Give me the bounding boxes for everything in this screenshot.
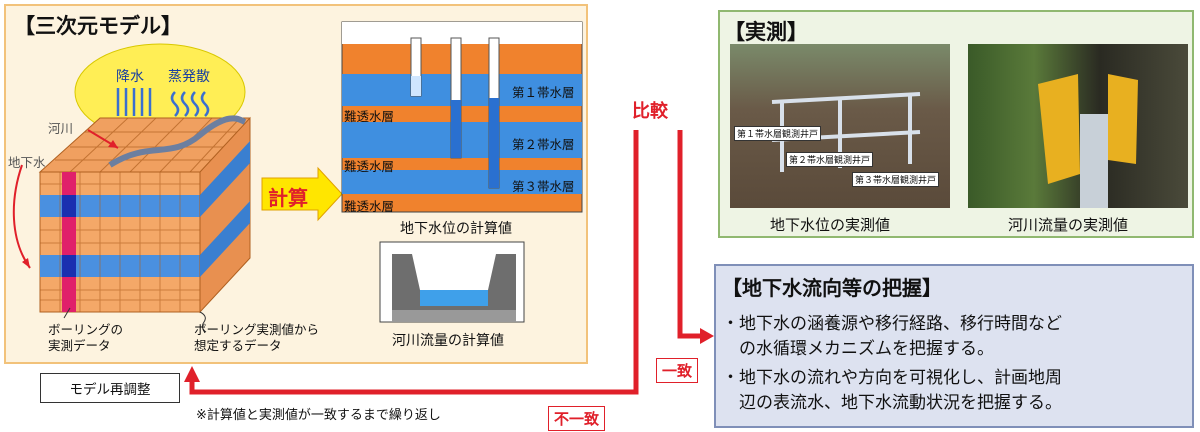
repeat-note: ※計算値と実測値が一致するまで繰り返し — [196, 408, 441, 423]
gw-actual-caption: 地下水位の実測値 — [770, 216, 891, 234]
river-path — [108, 115, 247, 168]
rain-icon — [116, 88, 152, 116]
grasp-bullet-1-line-2: の水循環メカニズムを把握する。 — [722, 339, 994, 359]
readjust-label: モデル再調整 — [69, 382, 151, 398]
well-label-3: 第３帯水層観測井戸 — [852, 172, 940, 187]
evaporation-icon — [170, 91, 210, 117]
gw-calc-caption: 地下水位の計算値 — [400, 221, 512, 237]
aquifer-1-label: 第１帯水層 — [512, 85, 575, 100]
rain-label: 降水 — [116, 69, 144, 85]
mismatch-label: 不一致 — [548, 406, 606, 431]
aquitard-2-label: 難透水層 — [344, 159, 395, 174]
model-illustration — [12, 21, 583, 333]
grasp-title: 【地下水流向等の把握】 — [722, 276, 942, 300]
mismatch-arrowhead — [184, 366, 200, 382]
calc-arrow — [261, 166, 343, 222]
grasp-bullet-2-line-1: ・地下水の流れや方向を可視化し、計画地周 — [722, 368, 1062, 388]
well-label-1: 第１帯水層観測井戸 — [734, 126, 822, 141]
river-actual-caption: 河川流量の実測値 — [1008, 216, 1129, 234]
boring-label: ボーリングの 実測データ — [48, 322, 124, 353]
aquitard-1-label: 難透水層 — [344, 109, 395, 124]
observation-wells — [410, 37, 500, 189]
match-label: 一致 — [656, 358, 699, 383]
groundwater-label: 地下水 — [8, 155, 46, 170]
readjust-box: モデル再調整 — [40, 373, 180, 403]
assumed-data-label: ボーリング実測値から 想定するデータ — [194, 322, 320, 353]
model-title: 【三次元モデル】 — [14, 14, 182, 38]
river-label: 河川 — [48, 121, 74, 136]
match-arrowhead — [700, 328, 714, 344]
actual-title: 【実測】 — [724, 20, 808, 44]
compare-label: 比較 — [632, 101, 668, 122]
grasp-panel — [714, 264, 1194, 428]
calc-label: 計算 — [268, 186, 308, 210]
river-calc-caption: 河川流量の計算値 — [392, 333, 504, 349]
aquifer-3-label: 第３帯水層 — [512, 179, 575, 194]
river-photo — [968, 44, 1188, 208]
evaporation-label: 蒸発散 — [168, 69, 210, 85]
grasp-bullet-1-line-1: ・地下水の涵養源や移行経路、移行時間など — [722, 314, 1062, 334]
aquifer-2-label: 第２帯水層 — [512, 137, 575, 152]
aquitard-3-label: 難透水層 — [344, 199, 395, 214]
grasp-bullet-2-line-2: 辺の表流水、地下水流動状況を把握する。 — [722, 393, 1062, 413]
well-label-2: 第２帯水層観測井戸 — [786, 152, 874, 167]
